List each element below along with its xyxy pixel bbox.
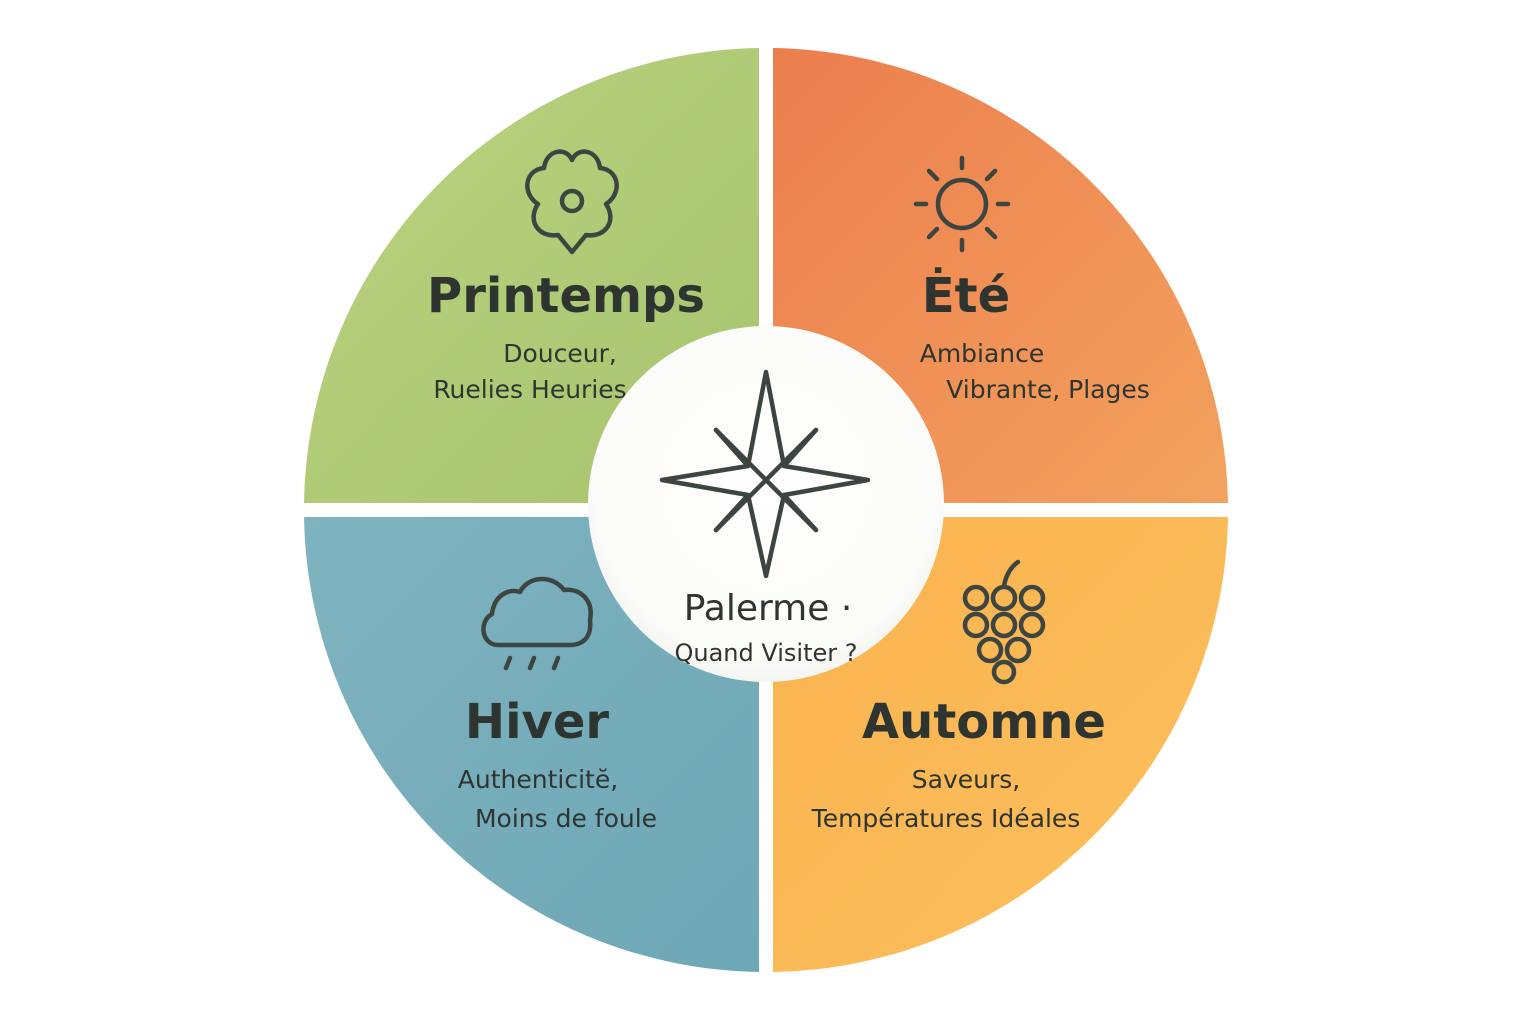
winter-subtitle-line1: Authenticitĕ, (458, 765, 618, 794)
center-title: Palerme · (684, 588, 853, 629)
autumn-subtitle-line2: Températures Idéales (811, 804, 1081, 833)
winter-title: Hiver (465, 694, 609, 750)
autumn-title: Automne (862, 694, 1106, 750)
compass-star-icon (659, 369, 871, 579)
summer-title: Ėté (922, 267, 1010, 324)
spring-subtitle-line2: Ruelies Heuries (433, 375, 626, 404)
flower-icon (525, 149, 619, 255)
grapes-icon (962, 559, 1046, 685)
center-circle (588, 326, 944, 682)
spring-subtitle-line1: Douceur, (503, 339, 617, 368)
center-subtitle: Quand Visiter ? (674, 639, 857, 667)
winter-subtitle-line2: Moins de foule (475, 804, 657, 833)
summer-subtitle-line1: Ambiance (920, 339, 1045, 368)
spring-title: Printemps (427, 268, 705, 324)
sun-icon (913, 155, 1011, 253)
summer-subtitle-line2: Vibrante, Plages (946, 375, 1150, 404)
autumn-subtitle-line1: Saveurs, (912, 765, 1020, 794)
rain-cloud-icon (481, 576, 593, 671)
